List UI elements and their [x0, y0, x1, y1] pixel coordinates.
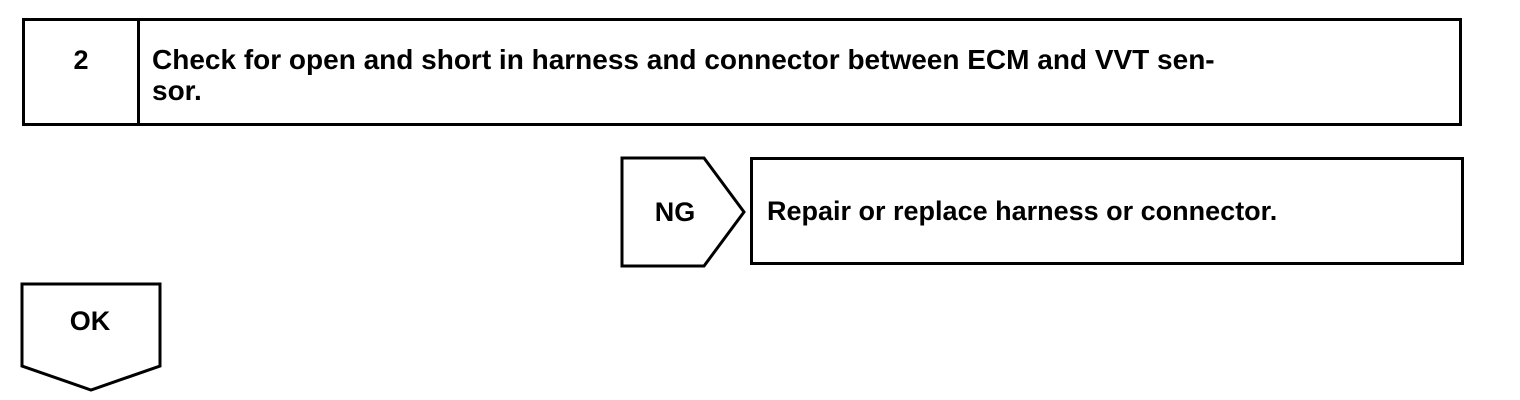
- ng-action-box: Repair or replace harness or connector.: [750, 157, 1464, 265]
- ng-label: NG: [654, 196, 696, 227]
- step-box: 2 Check for open and short in harness an…: [22, 18, 1462, 126]
- ok-arrow-shape: [20, 282, 162, 392]
- step-description: Check for open and short in harness and …: [140, 21, 1459, 123]
- step-description-line-1: Check for open and short in harness and …: [152, 44, 1215, 75]
- step-number: 2: [25, 21, 140, 123]
- ok-label: OK: [69, 306, 111, 336]
- ng-arrow-shape: [620, 156, 746, 268]
- step-description-line-2: sor.: [152, 75, 202, 106]
- ng-action-text: Repair or replace harness or connector.: [767, 195, 1278, 226]
